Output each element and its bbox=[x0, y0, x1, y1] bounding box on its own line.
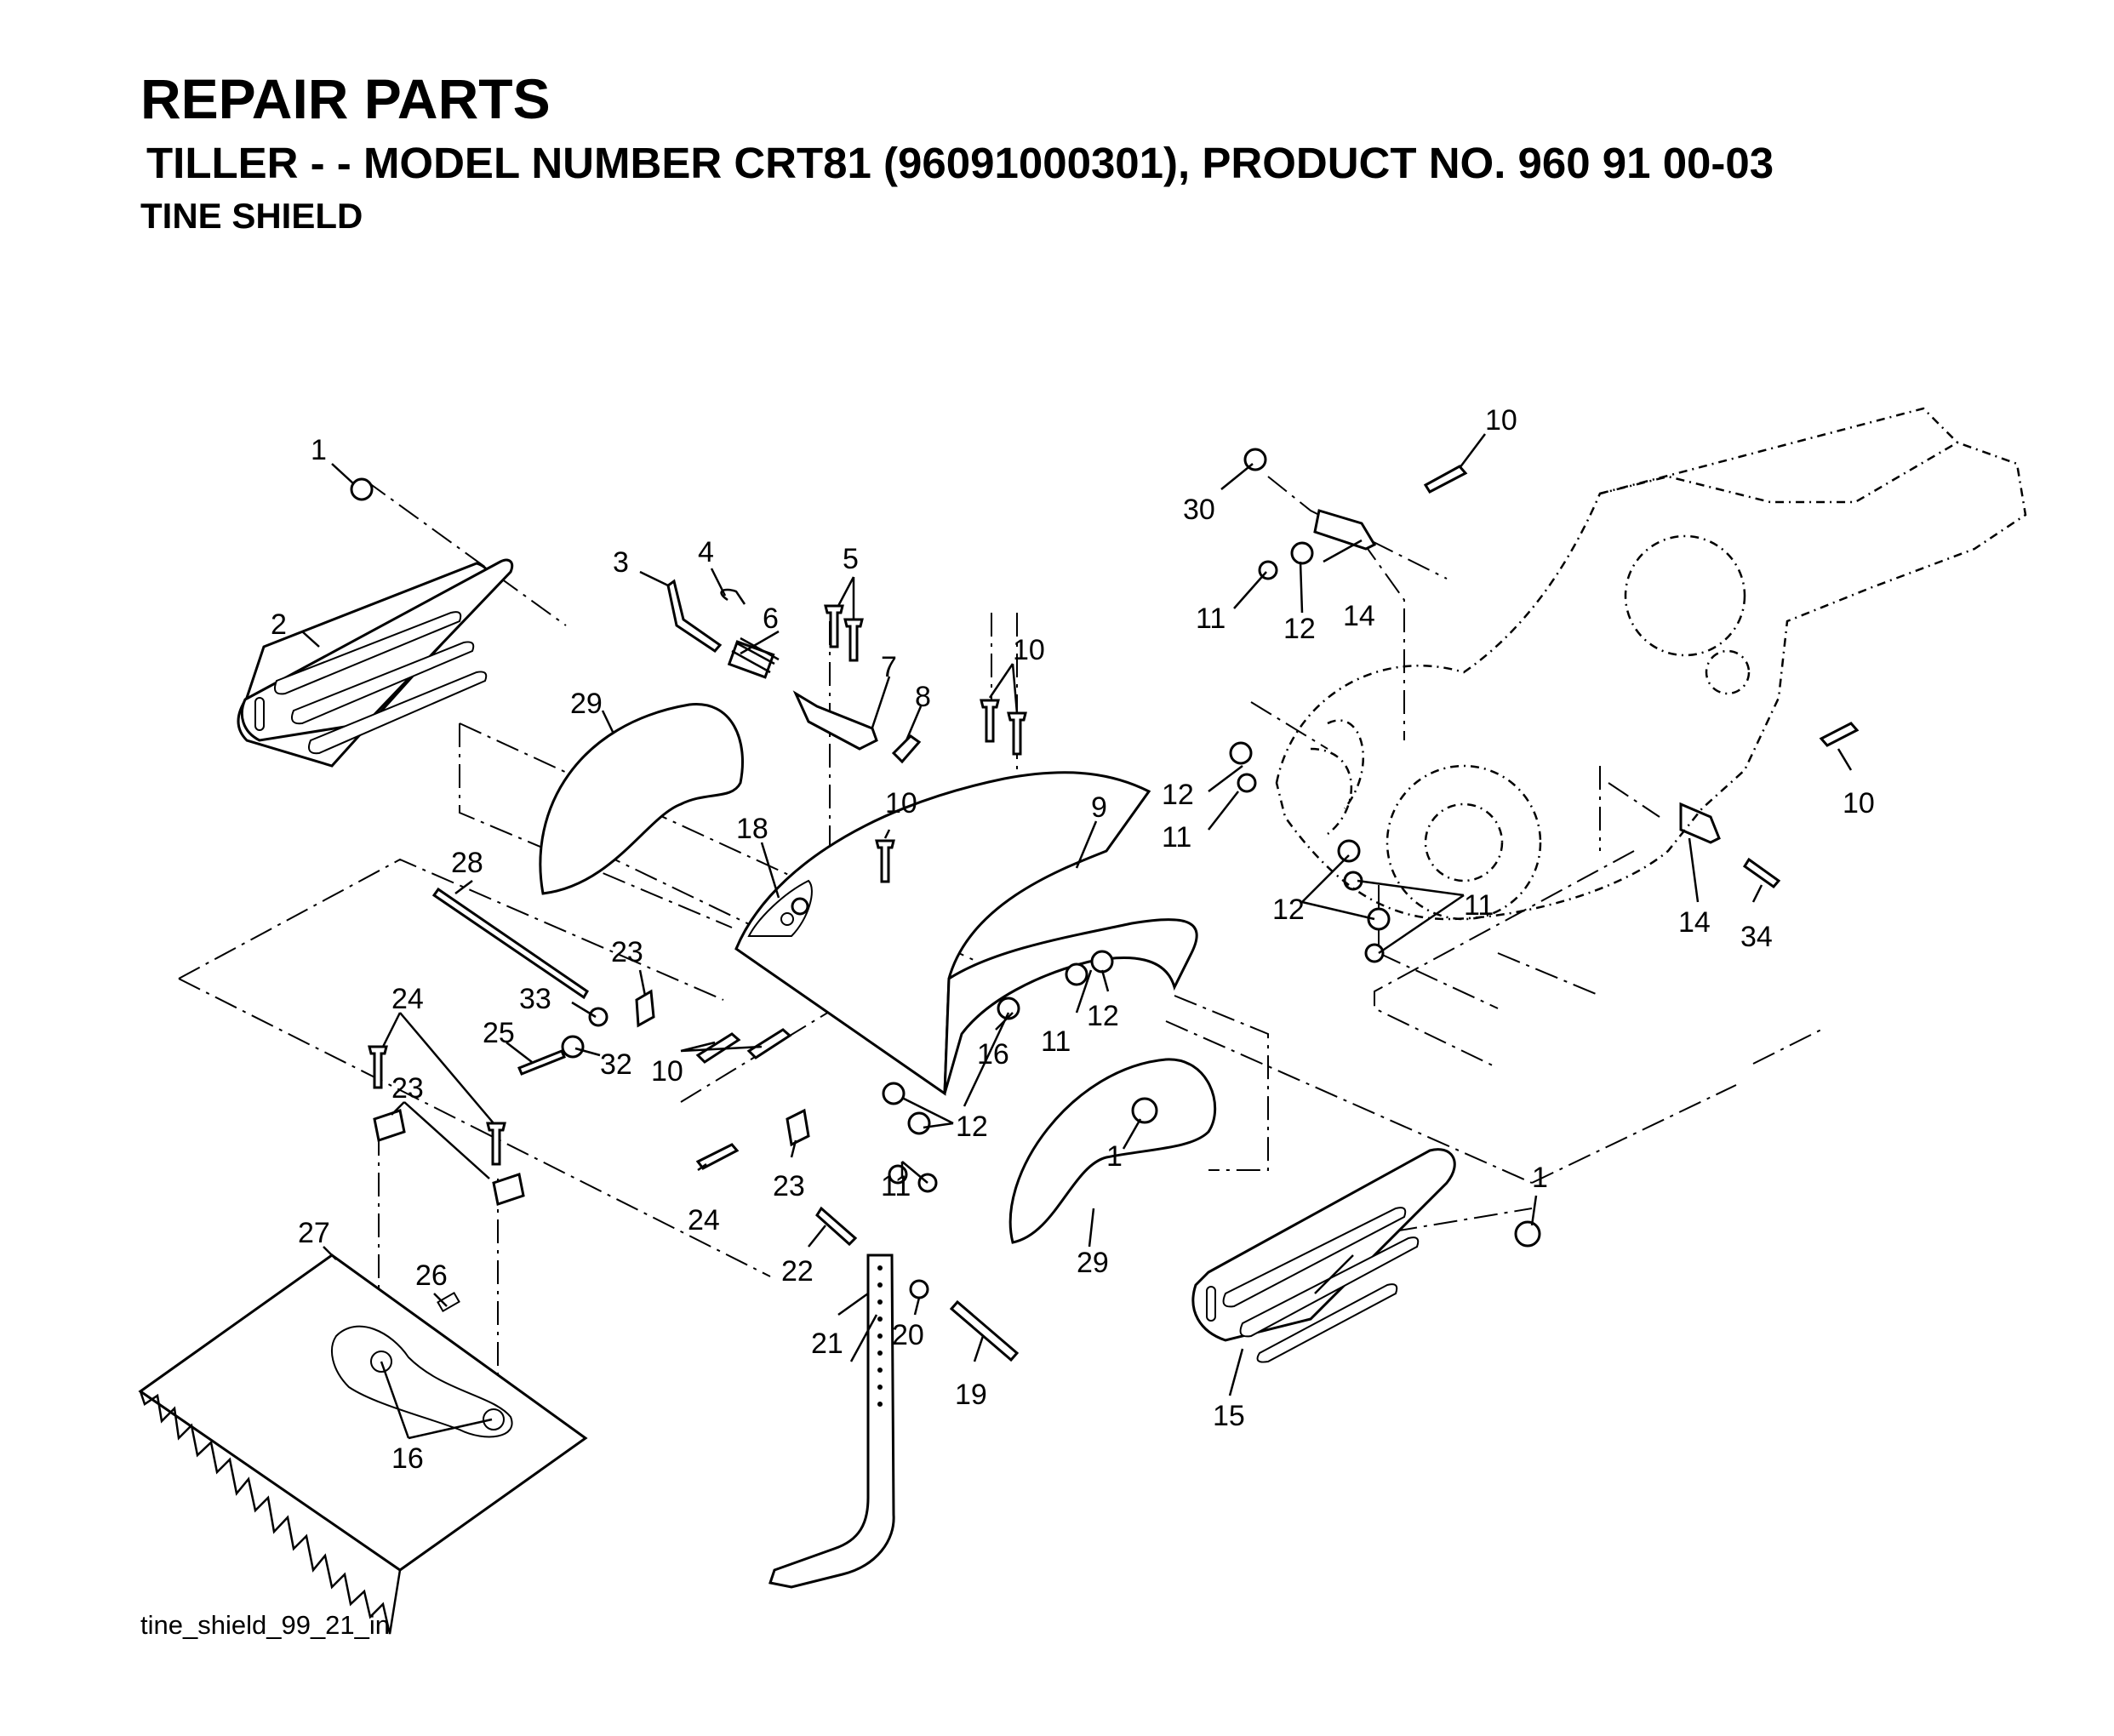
callout-4: 4 bbox=[698, 536, 714, 568]
clamps-brackets bbox=[373, 509, 1721, 1206]
tine-hood bbox=[734, 771, 1198, 1096]
callout-6: 6 bbox=[763, 602, 779, 635]
callout-2: 2 bbox=[271, 608, 287, 641]
stake-holes bbox=[877, 1265, 883, 1407]
callout-18: 18 bbox=[736, 813, 768, 845]
pin-19 bbox=[949, 1299, 1020, 1362]
callout-1: 1 bbox=[311, 434, 327, 466]
callout-labels: 1 2 3 4 5 6 7 8 10 29 10 9 18 28 23 24 3… bbox=[271, 404, 1875, 1475]
callout-3: 3 bbox=[613, 546, 629, 579]
callout-12-right-lower: 12 bbox=[1272, 894, 1305, 926]
callout-20: 20 bbox=[892, 1319, 924, 1351]
callout-7: 7 bbox=[881, 651, 897, 683]
callout-23-top: 23 bbox=[611, 936, 643, 968]
step-plate-right bbox=[1191, 1148, 1456, 1363]
hardware-nuts-washers bbox=[350, 448, 1541, 1299]
callout-33: 33 bbox=[519, 983, 551, 1015]
drawing-file-id: tine_shield_99_21_in bbox=[140, 1610, 391, 1640]
callout-10-top-right: 10 bbox=[1485, 404, 1517, 437]
callout-19: 19 bbox=[955, 1379, 987, 1411]
callout-11-lower: 11 bbox=[881, 1170, 911, 1202]
callout-10-top: 10 bbox=[1013, 634, 1045, 666]
callout-22: 22 bbox=[781, 1255, 814, 1288]
callout-28: 28 bbox=[451, 847, 483, 879]
callout-11-top-right: 11 bbox=[1196, 602, 1226, 635]
callout-24-lower: 24 bbox=[688, 1204, 720, 1236]
callout-29-left: 29 bbox=[570, 688, 603, 720]
callout-9: 9 bbox=[1091, 791, 1107, 824]
callout-23-left: 23 bbox=[391, 1072, 424, 1105]
callout-30: 30 bbox=[1183, 494, 1215, 526]
callout-5: 5 bbox=[843, 543, 859, 575]
callout-26: 26 bbox=[415, 1259, 448, 1292]
callout-27: 27 bbox=[298, 1217, 330, 1249]
callout-15: 15 bbox=[1213, 1400, 1245, 1432]
callout-11-right: 11 bbox=[1162, 821, 1191, 854]
callout-11-right-lower: 11 bbox=[1464, 889, 1494, 922]
pin-25 bbox=[517, 1049, 566, 1076]
callout-12-lower: 12 bbox=[956, 1111, 988, 1143]
section-title: TINE SHIELD bbox=[140, 196, 363, 236]
bolts bbox=[368, 465, 1860, 1247]
depth-stake bbox=[768, 1253, 895, 1589]
callout-12-right: 12 bbox=[1162, 779, 1194, 811]
callout-1-center: 1 bbox=[1106, 1140, 1123, 1173]
callout-16-lower: 16 bbox=[391, 1442, 424, 1475]
callout-10-center: 10 bbox=[885, 787, 917, 819]
callout-14-top: 14 bbox=[1343, 600, 1375, 632]
callout-8: 8 bbox=[915, 681, 931, 713]
model-subtitle: TILLER - - MODEL NUMBER CRT81 (960910003… bbox=[146, 139, 1774, 187]
callout-11-center: 11 bbox=[1041, 1025, 1071, 1058]
step-plate-left bbox=[237, 558, 514, 768]
leader-lines bbox=[301, 433, 1853, 1440]
callout-32: 32 bbox=[600, 1048, 632, 1081]
transmission-housing-phantom bbox=[1275, 407, 2027, 921]
callout-12-center: 12 bbox=[1087, 1000, 1119, 1032]
page-title: REPAIR PARTS bbox=[140, 67, 551, 130]
callout-14-lower: 14 bbox=[1678, 906, 1711, 939]
callout-21: 21 bbox=[811, 1328, 843, 1360]
callout-34: 34 bbox=[1740, 921, 1773, 953]
callout-12-top-right: 12 bbox=[1283, 613, 1316, 645]
callout-23-lower: 23 bbox=[773, 1170, 805, 1202]
callout-24-left: 24 bbox=[391, 983, 424, 1015]
latch-assembly bbox=[666, 579, 922, 764]
callout-1-right: 1 bbox=[1532, 1162, 1548, 1194]
callout-29-right: 29 bbox=[1077, 1247, 1109, 1279]
side-shield-left bbox=[539, 703, 744, 895]
callout-25: 25 bbox=[483, 1017, 515, 1049]
callout-10-lower-left: 10 bbox=[651, 1055, 683, 1088]
callout-10-right: 10 bbox=[1843, 787, 1875, 819]
deflector-shield bbox=[138, 1253, 588, 1635]
rod-28 bbox=[431, 887, 589, 1000]
callout-16-center: 16 bbox=[977, 1038, 1009, 1071]
